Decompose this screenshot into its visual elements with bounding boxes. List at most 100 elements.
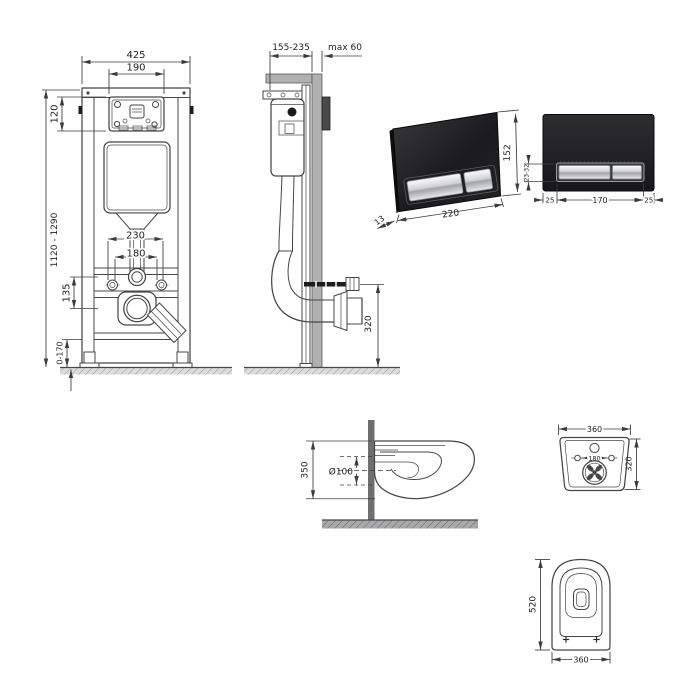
big-flush-button-front xyxy=(558,165,611,180)
drain-opening xyxy=(573,588,590,610)
buttons-width-dim-label: 170 xyxy=(592,196,607,205)
window-inner xyxy=(111,99,162,129)
outlet-height-dim-label: 320 xyxy=(364,315,374,332)
ext-line xyxy=(497,109,520,113)
fixing-spacing-dim-label: 180 xyxy=(588,455,600,463)
foot-plate xyxy=(172,362,193,368)
frame-side-view: 155-235 max 60 xyxy=(244,43,400,375)
ext-line xyxy=(396,214,400,224)
wall-bracket-lug xyxy=(190,106,194,114)
big-flush-button xyxy=(406,173,464,202)
mounting-stud-left xyxy=(107,279,118,291)
flush-plate-3d-view: 152 220 13 xyxy=(373,109,522,229)
window-frame xyxy=(108,96,165,132)
flush-spigot xyxy=(127,267,147,287)
window-tab xyxy=(118,125,129,131)
bowl-top-width-dim-label: 360 xyxy=(573,656,588,665)
flush-pipe-side xyxy=(278,175,283,251)
drain-outlet-pipe xyxy=(346,297,363,325)
bowl-rear-outline xyxy=(559,436,630,492)
window-hole xyxy=(114,101,121,108)
bowl-inner-contour xyxy=(380,451,442,481)
flush-plate-front-view: 25 170 25 23-32 xyxy=(524,114,663,207)
window-hole xyxy=(151,121,158,128)
water-inlet-hole xyxy=(589,442,600,454)
plate-height-dim-label: 152 xyxy=(503,144,514,162)
window-width-dim-label: 190 xyxy=(126,63,145,74)
small-flush-button-front xyxy=(612,165,642,180)
dim-line-220 xyxy=(397,203,504,222)
window-hole xyxy=(152,101,159,108)
dim-line-13 xyxy=(377,220,395,229)
stud-spacing-dim-label: 180 xyxy=(126,249,145,260)
base-adjust-dim-label: 0-170 xyxy=(56,341,65,364)
small-flush-button xyxy=(463,168,493,193)
window-tab xyxy=(146,125,157,131)
drain-socket xyxy=(123,294,151,323)
screw-icon xyxy=(294,92,300,98)
plate-margin-right-dim-label: 25 xyxy=(644,197,653,205)
screw-icon xyxy=(280,92,286,98)
cistern-side xyxy=(270,98,305,177)
dim-line-152 xyxy=(513,113,520,193)
drain-bell-fitting xyxy=(333,290,348,332)
valve-box xyxy=(278,120,305,136)
valve-knob xyxy=(287,107,297,117)
plate-buttons xyxy=(403,165,499,205)
flush-valve-fitting xyxy=(129,104,145,119)
cistern-inner xyxy=(106,144,168,211)
window-hole xyxy=(113,120,121,128)
foot-plate xyxy=(79,362,100,368)
frame-foot-left xyxy=(83,351,96,364)
plate-margin-left-dim-label: 25 xyxy=(546,197,555,205)
bowl-rear-inner xyxy=(564,440,625,488)
seat-contour xyxy=(559,567,603,637)
drain-duct xyxy=(146,302,187,344)
wall-section xyxy=(368,420,375,520)
bowl-side-view: Ø100 350 xyxy=(301,420,478,529)
floor-hatch xyxy=(244,367,400,375)
frame-front-view: 425 190 120 xyxy=(42,50,232,391)
screw-icon xyxy=(86,91,90,95)
button-height-dim-label: 23-32 xyxy=(524,164,531,182)
outlet-spacing-dim-label: 230 xyxy=(126,231,145,242)
mounting-stud-side xyxy=(304,282,346,287)
screw-icon xyxy=(266,92,272,98)
cistern-side-outline xyxy=(270,98,305,177)
frame-foot-right xyxy=(176,351,189,364)
floor-hatch xyxy=(60,367,232,375)
bowl-rear-view: 360 180 320 xyxy=(558,423,641,492)
concealed-cistern xyxy=(103,141,171,272)
drain-grate xyxy=(586,464,603,481)
wall-bracket-lug xyxy=(78,106,82,114)
frame-depth-dim-label: 155-235 xyxy=(272,43,310,53)
seat-fixing-marks xyxy=(562,636,600,643)
bowl-rear-height-dim-label: 320 xyxy=(625,456,634,471)
drain-elbow xyxy=(271,250,334,323)
stud-coupling xyxy=(345,277,360,291)
bowl-rear-width-dim-label: 360 xyxy=(587,425,602,434)
trap-contour xyxy=(374,461,419,478)
bowl-profile xyxy=(373,440,475,500)
ext-line xyxy=(500,198,504,208)
bowl-top-view: 520 360 xyxy=(529,558,611,666)
bowl-length-dim-label: 520 xyxy=(529,596,539,613)
plate-side-edge xyxy=(389,129,399,214)
drain-diameter-dim-label: Ø100 xyxy=(329,467,354,478)
window-hole xyxy=(145,118,151,124)
wall-max-dim-label: max 60 xyxy=(328,43,362,53)
plate-recess-niche xyxy=(321,96,331,131)
button-tray xyxy=(403,165,499,205)
floor-hatch xyxy=(322,520,478,529)
mounting-stud-right xyxy=(156,279,167,291)
plate-width-dim-label: 220 xyxy=(441,208,460,221)
cistern-outline xyxy=(103,141,171,214)
bowl-height-dim-label: 350 xyxy=(301,461,311,478)
window-height-dim-label: 120 xyxy=(50,104,61,123)
screw-icon xyxy=(182,91,186,95)
drain-hole xyxy=(582,460,607,485)
window-hole xyxy=(122,118,128,124)
fixing-hole-left xyxy=(574,454,581,462)
